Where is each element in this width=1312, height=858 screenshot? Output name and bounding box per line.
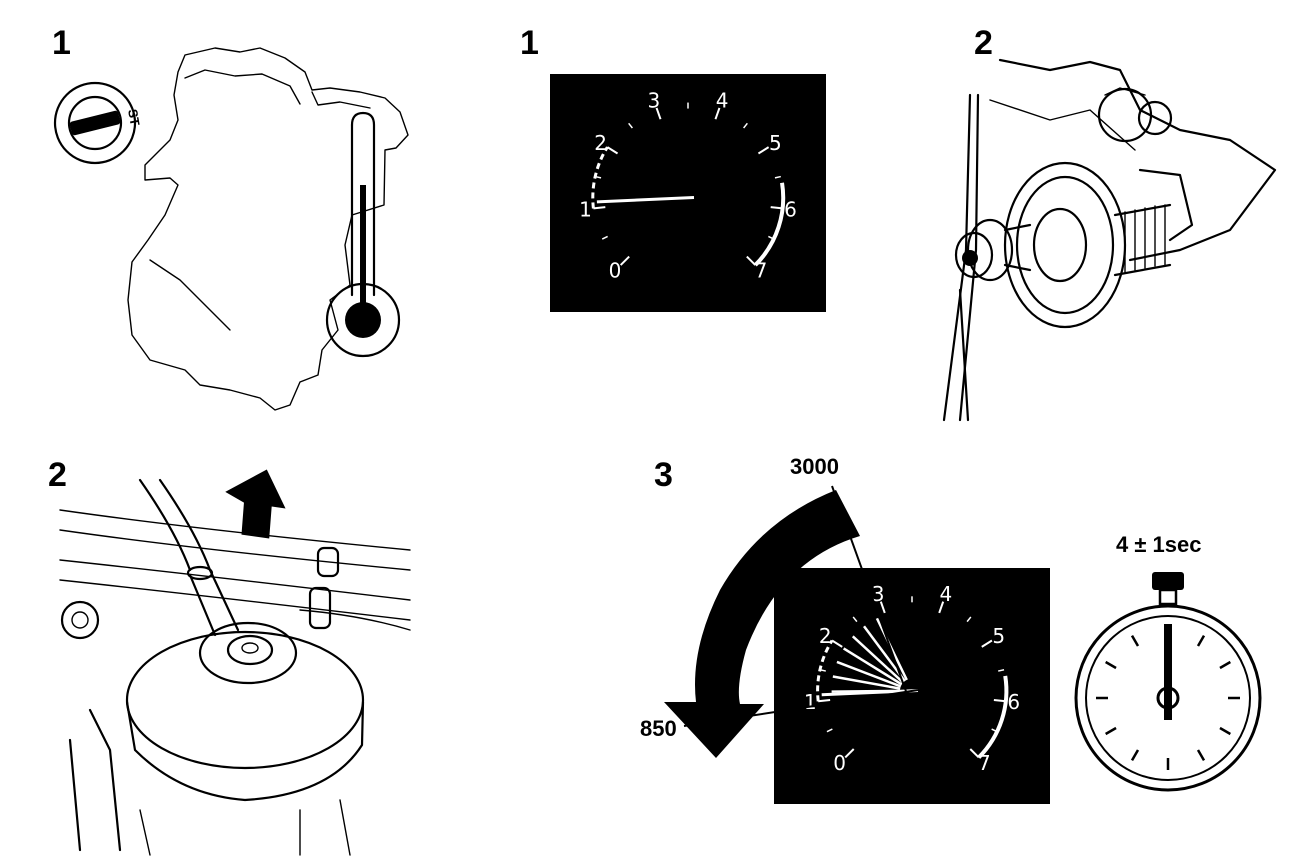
lower-rpm-label: 850 bbox=[640, 716, 677, 741]
tach-scale-label: 4 bbox=[716, 88, 729, 112]
tach-minor-tick bbox=[774, 175, 781, 179]
ignition-st-label: ST bbox=[125, 108, 143, 127]
upper-rpm-label: 3000 bbox=[790, 454, 839, 479]
panel-dashpot-linkage: 2 bbox=[930, 0, 1312, 430]
tach-needle-sweep bbox=[851, 635, 905, 684]
stopwatch-tick bbox=[1105, 726, 1117, 736]
tach-scale-label: 2 bbox=[594, 131, 607, 155]
dashpot-icon bbox=[942, 58, 1277, 422]
step-number: 3 bbox=[654, 456, 673, 494]
needle-callout-lines bbox=[683, 485, 919, 727]
dashpot-hose-illustration bbox=[59, 478, 411, 856]
tach-scale-label: 1 bbox=[804, 690, 817, 714]
tach-minor-tick bbox=[743, 122, 748, 129]
tach-low-arc bbox=[816, 639, 834, 702]
tach-tick bbox=[818, 698, 831, 703]
tach-tick bbox=[981, 639, 993, 648]
tach-needle-sweep bbox=[832, 675, 901, 690]
tach-scale-label: 5 bbox=[992, 624, 1005, 648]
tach-scale-label: 6 bbox=[784, 197, 797, 221]
stopwatch-icon bbox=[1074, 572, 1262, 792]
step-number: 1 bbox=[520, 24, 539, 62]
tach-tick bbox=[770, 206, 783, 210]
tach-face bbox=[774, 568, 1050, 804]
tach-tick bbox=[714, 107, 721, 120]
tach-tick bbox=[938, 601, 945, 614]
tach-minor-tick bbox=[826, 728, 833, 733]
stopwatch-tick bbox=[1196, 749, 1206, 761]
tach-needle-sweep bbox=[842, 647, 903, 686]
tach-tick bbox=[593, 206, 606, 210]
tach-tick bbox=[879, 601, 886, 614]
panel-dashpot-hose: 2 bbox=[0, 440, 440, 858]
tach-needle-sweep bbox=[875, 617, 908, 681]
tach-tick bbox=[844, 748, 855, 759]
tach-minor-tick bbox=[628, 122, 633, 129]
stopwatch-tick bbox=[1196, 635, 1206, 647]
tach-tick bbox=[606, 146, 619, 155]
tach-needle bbox=[596, 195, 695, 204]
stopwatch-tick bbox=[1219, 726, 1231, 736]
tach-tick bbox=[993, 698, 1006, 703]
tach-minor-tick bbox=[966, 616, 972, 623]
tach-needle bbox=[821, 688, 919, 697]
time-label: 4 ± 1sec bbox=[1116, 532, 1202, 557]
tach-scale-label: 4 bbox=[939, 582, 952, 606]
tach-minor-tick bbox=[601, 235, 608, 240]
step-number: 2 bbox=[48, 456, 67, 494]
curved-arrow-icon bbox=[664, 490, 860, 758]
tach-scale-label: 6 bbox=[1007, 690, 1020, 714]
tach-tick bbox=[757, 146, 770, 155]
up-arrow-icon bbox=[225, 469, 286, 539]
tach-red-zone bbox=[977, 675, 1009, 759]
tach-scale-label: 2 bbox=[819, 624, 832, 648]
tach-scale-label: 3 bbox=[872, 582, 885, 606]
tach-tick bbox=[831, 639, 843, 648]
tach-tick bbox=[619, 255, 630, 266]
tach-tick bbox=[655, 107, 662, 120]
tach-scale-label: 1 bbox=[579, 197, 592, 221]
tach-needle-sweep bbox=[836, 660, 902, 688]
stopwatch-tick bbox=[1219, 660, 1231, 670]
tach-scale-label: 0 bbox=[609, 259, 622, 283]
tach-low-arc bbox=[591, 146, 609, 209]
tach-minor-tick bbox=[852, 616, 858, 623]
tach-face bbox=[550, 74, 826, 312]
ignition-key-icon: ST bbox=[53, 81, 143, 165]
thermometer-icon bbox=[325, 111, 401, 358]
stopwatch-tick bbox=[1130, 749, 1140, 761]
panel-engine-warm: 1 ST bbox=[0, 0, 440, 420]
step-number: 2 bbox=[974, 24, 993, 62]
tach-scale-label: 3 bbox=[648, 88, 661, 112]
tach-minor-tick bbox=[998, 668, 1005, 672]
tach-red-zone bbox=[753, 182, 786, 267]
stopwatch-tick bbox=[1130, 635, 1140, 647]
tach-scale-label: 0 bbox=[833, 751, 846, 775]
stopwatch-tick bbox=[1105, 660, 1117, 670]
tach-scale-label: 5 bbox=[769, 131, 782, 155]
step-number: 1 bbox=[52, 24, 71, 62]
engine-outline-icon bbox=[127, 47, 409, 411]
